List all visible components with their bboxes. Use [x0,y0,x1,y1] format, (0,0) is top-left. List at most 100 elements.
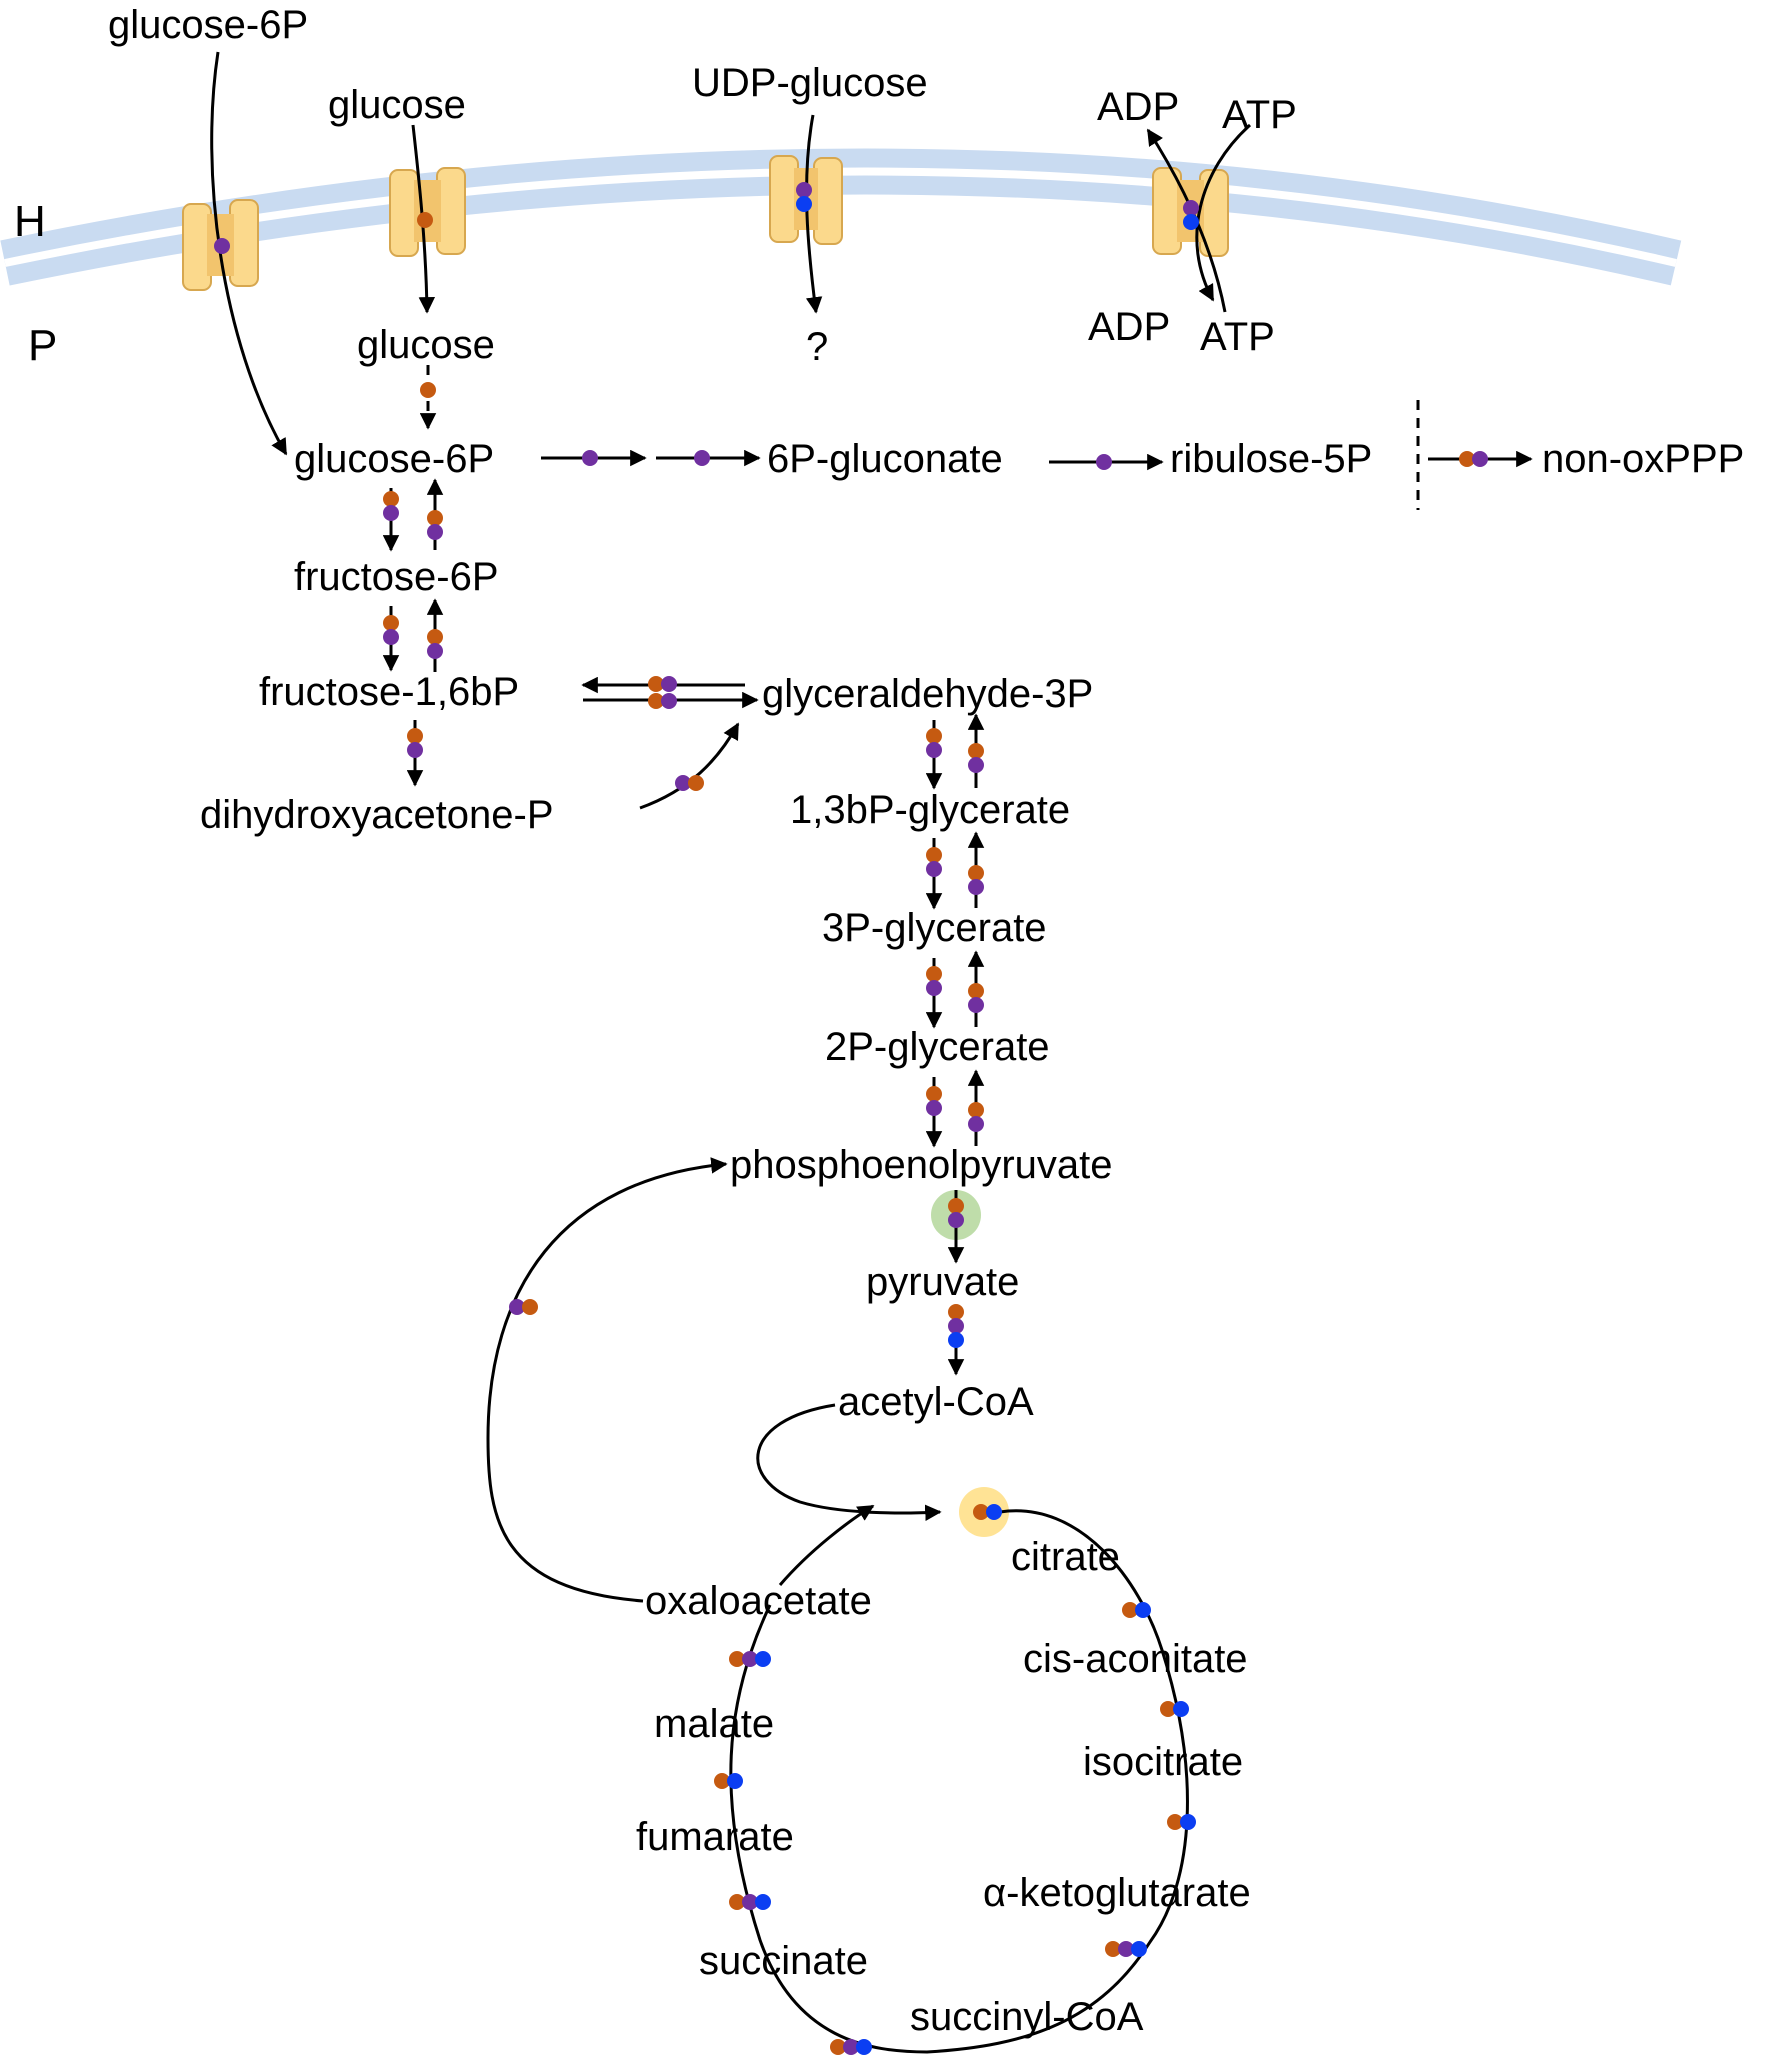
flux-dot-citrate-synthase [986,1504,1002,1520]
flux-dot-g6p-f6p-forward [383,505,399,521]
label-outer-glucose: glucose [328,83,466,127]
arrow-g6p-import [210,51,288,456]
flux-dot-succinate-dehydrogenase [742,1894,758,1910]
flux-dot-pep-pyruvate [948,1198,964,1214]
arrow-adp-export [1146,128,1227,313]
label-outer-udp-glucose: UDP-glucose [692,61,928,105]
flux-dot-aconitase-1 [1135,1602,1151,1618]
flux-dot-succinate-dehydrogenase [729,1894,745,1910]
arrow-glucose-import [411,124,436,314]
tca-cycle-loop [729,1509,1189,2054]
label-outer-adp: ADP [1097,85,1179,129]
flux-dot-aconitase-2 [1173,1701,1189,1717]
label-phosphoenolpyruvate: phosphoenolpyruvate [730,1143,1113,1187]
flux-dot-f6p-fbp-forward [383,629,399,645]
flux-dot-oaa-pep [509,1299,525,1315]
flux-dot-pyruvate-acetyl-coa [948,1318,964,1334]
flux-dot-aconitase-1 [1122,1602,1138,1618]
flux-dot-glucose-phosphorylation [420,382,436,398]
flux-dot-adp-atp-transport [1183,214,1199,230]
flux-dot-gap-bpg-reverse [968,743,984,759]
label-succinyl-coa: succinyl-CoA [910,1995,1144,2039]
flux-dot-f6p-fbp-forward [383,615,399,631]
flux-dot-3pg-2pg-reverse [968,997,984,1013]
transporter-glucose [389,167,466,257]
label-dihydroxyacetone-p: dihydroxyacetone-P [200,793,554,837]
flux-dot-fumarase [714,1773,730,1789]
flux-dot-3pg-2pg-forward [926,966,942,982]
flux-dot-succinyl-coa-synthetase [830,2039,846,2055]
flux-dot-3pg-2pg-reverse [968,983,984,999]
flux-dot-akg-dehydrogenase [1131,1941,1147,1957]
flux-dot-fbp-dhap [407,728,423,744]
label-malate: malate [654,1702,774,1746]
flux-dot-citrate-synthase [973,1504,989,1520]
flux-dot-pyruvate-acetyl-coa [948,1304,964,1320]
label-inner-atp: ATP [1200,315,1275,359]
label-cis-aconitate: cis-aconitate [1023,1637,1248,1681]
flux-dot-succinate-dehydrogenase [755,1894,771,1910]
arrow-atp-import [1195,123,1252,302]
flux-dot-isocitrate-dehydrogenase [1167,1814,1183,1830]
inner-side-label: P [28,321,57,370]
membrane: H P [0,148,1682,370]
flux-dot-fbp-gap-forward [648,693,664,709]
label-3p-glycerate: 3P-glycerate [822,906,1047,950]
arrow-udp-glucose-import [805,114,823,314]
flux-dot-gap-fbp-reverse [661,676,677,692]
flux-dot-bpg-3pg-forward [926,861,942,877]
label-oxaloacetate: oxaloacetate [645,1579,872,1623]
flux-dot-gap-fbp-reverse [648,676,664,692]
flux-dot-malate-dehydrogenase [742,1651,758,1667]
flux-dot-oaa-pep [522,1299,538,1315]
label-alpha-ketoglutarate: α-ketoglutarate [983,1871,1251,1915]
flux-dot-glucose-transport [417,212,433,228]
flux-dot-fbp-dhap [407,742,423,758]
label-non-oxppp: non-oxPPP [1542,437,1744,481]
flux-dot-2pg-pep-forward [926,1100,942,1116]
flux-dot-oxppp-1 [582,450,598,466]
label-succinate: succinate [699,1939,868,1983]
flux-dot-pyruvate-acetyl-coa [948,1332,964,1348]
flux-dot-malate-dehydrogenase [755,1651,771,1667]
flux-dot-akg-dehydrogenase [1105,1941,1121,1957]
flux-dot-g6p-f6p-reverse [427,524,443,540]
flux-dot-f6p-fbp-reverse [427,643,443,659]
label-outer-atp: ATP [1222,93,1297,137]
label-citrate: citrate [1011,1535,1120,1579]
outer-side-label: H [14,197,46,246]
flux-dot-oxppp-3 [1096,454,1112,470]
flux-dot-pep-pyruvate [948,1212,964,1228]
label-outer-glucose-6p: glucose-6P [108,3,308,47]
flux-dots [214,182,1488,2055]
arrow-acetyl-coa-to-citrate [756,1403,942,1521]
flux-dot-bpg-3pg-reverse [968,865,984,881]
label-glucose-6p: glucose-6P [294,437,494,481]
flux-dot-akg-dehydrogenase [1118,1941,1134,1957]
flux-dot-fumarase [727,1773,743,1789]
membrane-midline [4,167,1677,267]
flux-dot-2pg-pep-forward [926,1086,942,1102]
flux-dot-g6p-f6p-forward [383,491,399,507]
flux-dot-malate-dehydrogenase [729,1651,745,1667]
label-inner-glucose: glucose [357,323,495,367]
label-isocitrate: isocitrate [1083,1740,1243,1784]
arrow-oaa-to-pep [486,1157,728,1603]
label-fumarate: fumarate [636,1815,794,1859]
flux-dot-dhap-gap [688,775,704,791]
arrow-dhap-to-gap [639,722,740,810]
label-pyruvate: pyruvate [866,1260,1019,1304]
flux-dot-f6p-fbp-reverse [427,629,443,645]
arrow-oaa-to-citrate [778,1504,875,1586]
flux-dot-gap-bpg-forward [926,728,942,744]
flux-dot-bpg-3pg-reverse [968,879,984,895]
flux-dot-isocitrate-dehydrogenase [1180,1814,1196,1830]
metabolite-labels: glucose-6P glucose glucose UDP-glucose ?… [108,3,1744,2039]
flux-dot-bpg-3pg-forward [926,847,942,863]
label-inner-unknown: ? [806,325,828,369]
flux-dot-gap-bpg-reverse [968,757,984,773]
label-6p-gluconate: 6P-gluconate [767,437,1003,481]
label-glyceraldehyde-3p: glyceraldehyde-3P [762,672,1093,716]
flux-dot-adp-atp-transport [1183,200,1199,216]
flux-dot-3pg-2pg-forward [926,980,942,996]
